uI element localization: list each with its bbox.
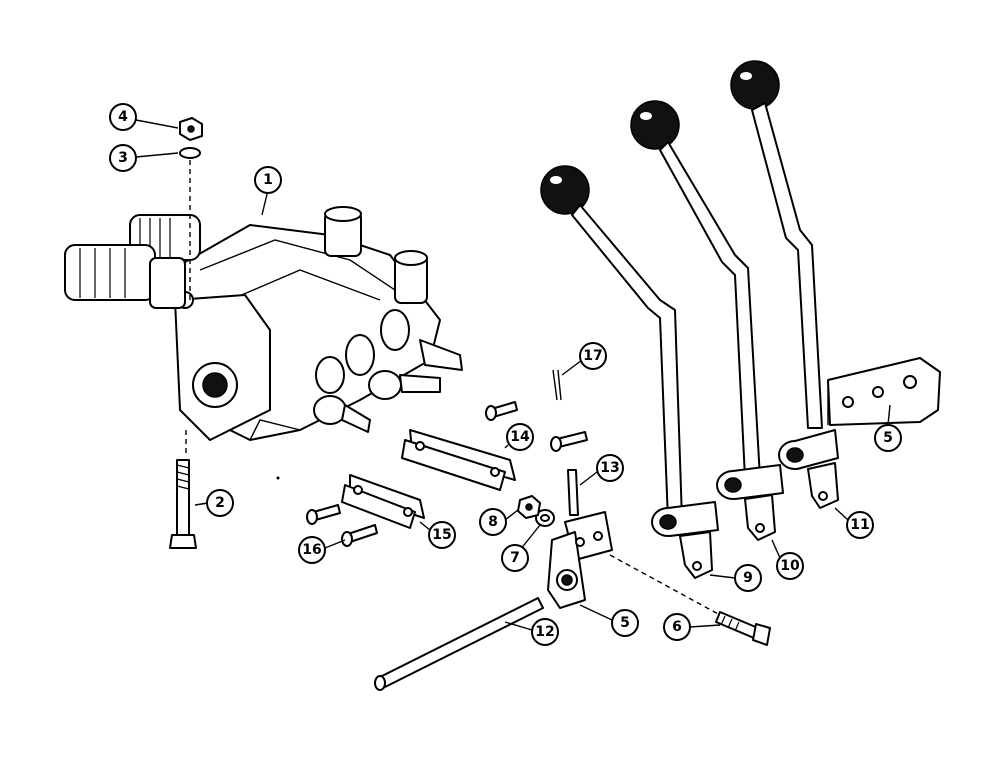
svg-text:13: 13 [600,460,619,476]
callout-4: 4 [109,103,137,131]
svg-text:6: 6 [672,619,682,635]
callout-11: 11 [846,511,874,539]
lever-bracket-lower [547,511,613,609]
link-plate-upper [401,429,516,491]
mounting-bolt [169,459,197,549]
washer [535,509,555,527]
callout-13: 13 [596,454,624,482]
callout-5-lower: 5 [611,609,639,637]
link-plate-lower [341,474,425,529]
cotter-pin [552,369,562,401]
clevis-pin [306,401,588,547]
callout-2: 2 [206,489,234,517]
lever-shaft [374,597,544,691]
callout-12: 12 [531,618,559,646]
svg-text:14: 14 [510,429,530,445]
callout-5-upper: 5 [874,424,902,452]
svg-text:17: 17 [583,348,602,364]
callout-17: 17 [579,342,607,370]
callout-3: 3 [109,144,137,172]
svg-text:9: 9 [743,570,753,586]
callout-15: 15 [428,521,456,549]
svg-text:2: 2 [215,495,225,511]
bracket-bolt [715,611,771,646]
svg-text:7: 7 [510,550,520,566]
svg-text:16: 16 [302,542,321,558]
callout-6: 6 [663,613,691,641]
svg-text:11: 11 [850,517,869,533]
lock-washer [179,147,201,159]
svg-text:12: 12 [535,624,554,640]
nut [179,117,203,141]
control-valve-body [64,206,463,441]
callouts: 1 2 3 4 5 5 6 7 [109,103,902,646]
svg-text:4: 4 [118,109,128,125]
svg-text:10: 10 [780,558,800,574]
callout-7: 7 [501,544,529,572]
roll-pin [567,469,579,516]
lever-bracket-upper [827,357,941,426]
callout-1: 1 [254,166,282,194]
svg-text:8: 8 [488,514,498,530]
svg-text:5: 5 [620,615,630,631]
svg-text:3: 3 [118,150,128,166]
callout-10: 10 [776,552,804,580]
svg-text:1: 1 [263,172,273,188]
callout-9: 9 [734,564,762,592]
svg-text:5: 5 [883,430,893,446]
control-lever-10 [630,100,784,541]
control-lever-11 [730,60,839,509]
svg-text:15: 15 [432,527,451,543]
callout-8: 8 [479,508,507,536]
hex-nut [517,495,541,519]
callout-14: 14 [506,423,534,451]
callout-16: 16 [298,536,326,564]
control-lever-9 [540,165,719,579]
